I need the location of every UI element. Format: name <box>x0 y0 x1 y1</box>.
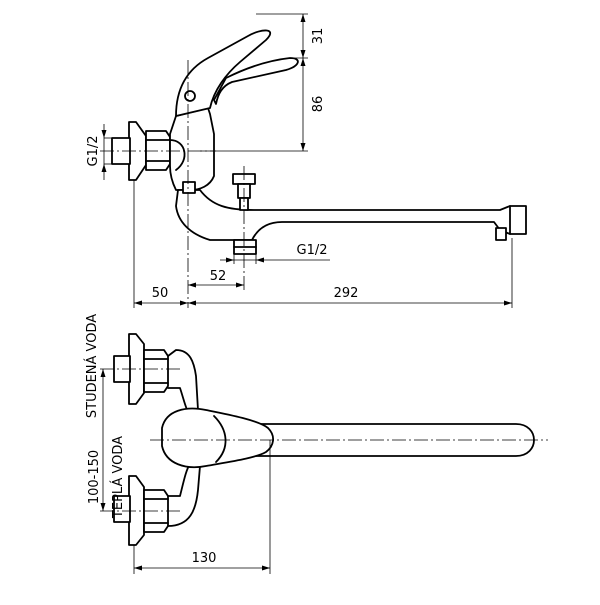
side-view: 31 86 G1/2 G1/2 <box>86 13 527 308</box>
side-hex-nut <box>145 130 171 171</box>
dimension-86-label: 86 <box>311 96 326 113</box>
dimension-52: 52 <box>188 269 244 288</box>
dimension-52-label: 52 <box>210 269 227 284</box>
top-lever-handle <box>161 407 274 468</box>
cold-water-label: STUDENÁ VODA <box>84 314 100 418</box>
dimension-g12-left: G1/2 <box>86 124 114 180</box>
dimension-100-150: 100-150 <box>87 369 106 511</box>
dimension-130-label: 130 <box>192 551 217 566</box>
warm-water-label: TEPLÁ VODA <box>110 436 126 519</box>
side-mixer-body <box>169 107 215 191</box>
dimension-g12-bottom: G1/2 <box>220 243 330 264</box>
dimension-292: 292 <box>188 286 512 306</box>
top-view: 100-150 STUDENÁ VODA TEPLÁ VODA 130 <box>84 314 548 574</box>
dimension-86: 86 <box>300 58 326 151</box>
dimension-g12-left-label: G1/2 <box>86 136 101 167</box>
side-body-connector <box>182 181 196 194</box>
dimension-50-label: 50 <box>152 286 169 301</box>
dimension-100-150-label: 100-150 <box>87 450 102 504</box>
side-shower-outlet <box>233 239 257 255</box>
dimension-50: 50 <box>134 286 188 306</box>
dimension-292-label: 292 <box>334 286 359 301</box>
dimension-31-label: 31 <box>311 28 326 45</box>
dimension-130: 130 <box>134 551 270 571</box>
side-lever-handle <box>175 29 299 117</box>
dimension-31: 31 <box>300 14 326 58</box>
dimension-g12-bottom-label: G1/2 <box>297 243 328 258</box>
side-wall-plate <box>111 121 147 181</box>
side-spout <box>175 189 527 241</box>
